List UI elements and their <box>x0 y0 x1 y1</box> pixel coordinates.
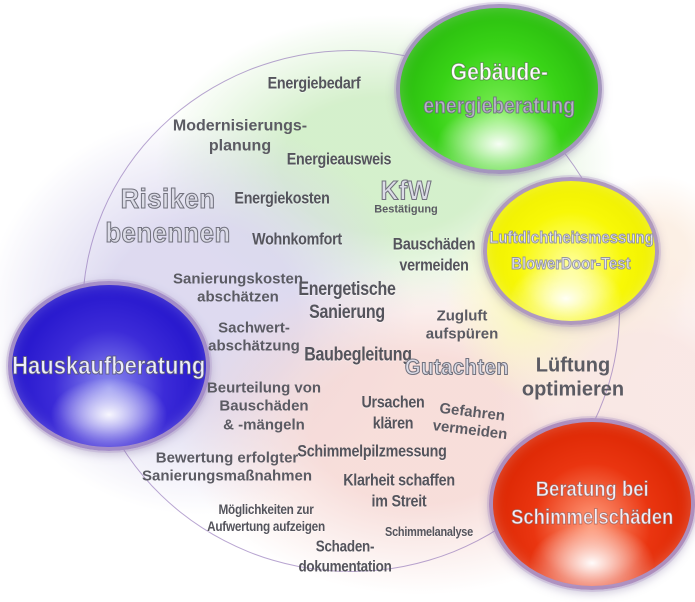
floating-label: Schaden- dokumentation <box>298 538 392 575</box>
bubble-beratung-bei-schimmelschaeden: Beratung bei Schimmelschäden <box>489 418 695 590</box>
floating-label: Gutachten <box>404 354 510 380</box>
bubble-label: Gebäude- <box>450 58 548 86</box>
floating-label: Bauschäden vermeiden <box>392 234 476 274</box>
floating-label: Sanierungskosten abschätzen <box>172 270 304 306</box>
bubble-gebaeudeenergieberatung: Gebäude- energieberatung <box>396 4 602 174</box>
bubble-label: Hauskaufberatung <box>12 352 206 381</box>
bubble-label: Beratung bei <box>535 477 649 501</box>
floating-label: Beurteilung von Bauschäden & -mängeln <box>206 379 322 434</box>
bubble-label: Schimmelschäden <box>510 505 674 529</box>
floating-label: Energiekosten <box>234 188 330 208</box>
floating-label: Lüftung optimieren <box>521 354 625 401</box>
floating-label: Baubegleitung <box>304 344 412 366</box>
floating-label: KfW <box>380 175 432 206</box>
floating-label: Sachwert- abschätzung <box>208 319 300 355</box>
floating-label: Möglichkeiten zur Aufwertung aufzeigen <box>207 500 325 534</box>
bubble-label: Luftdichtheitsmessung <box>488 227 654 247</box>
floating-label: Zugluft aufspüren <box>425 307 499 343</box>
floating-label: Risiken benennen <box>105 182 231 248</box>
floating-label: Gefahren vermeiden <box>431 399 509 444</box>
floating-label: Modernisierungs- planung <box>172 117 308 154</box>
bubble-hauskaufberatung: Hauskaufberatung <box>8 281 210 451</box>
bubble-label: BlowerDoor-Test <box>511 253 631 273</box>
floating-label: Schimmelanalyse <box>385 524 473 540</box>
floating-label: Klarheit schaffen im Streit <box>343 470 455 510</box>
floating-label: Wohnkomfort <box>252 229 342 249</box>
floating-label: Bewertung erfolgter Sanierungsmaßnahmen <box>141 449 313 485</box>
floating-label: Energiebedarf <box>267 73 361 93</box>
bubble-label: energieberatung <box>423 93 576 119</box>
bubble-luftdichtheitsmessung: Luftdichtheitsmessung BlowerDoor-Test <box>483 177 659 325</box>
floating-label: Energetische Sanierung <box>298 278 396 323</box>
floating-label: Ursachen klären <box>361 392 425 432</box>
floating-label: Schimmelpilzmessung <box>297 441 447 461</box>
floating-label: Energieausweis <box>286 149 392 169</box>
floating-label: Bestätigung <box>374 203 438 216</box>
